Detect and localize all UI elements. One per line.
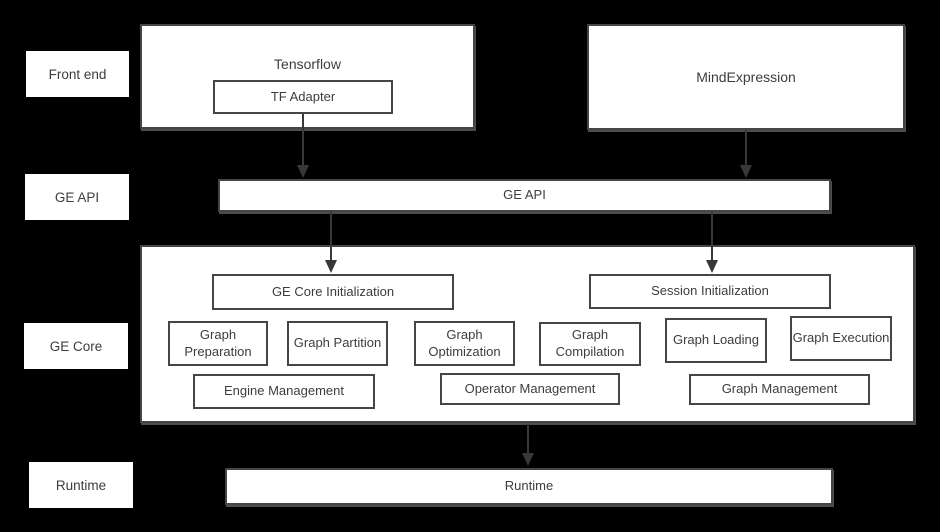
ge-core-container: GE Core Initialization Session Initializ…: [140, 245, 915, 423]
row-label-runtime: Runtime: [29, 462, 133, 508]
graph-compilation-box: Graph Compilation: [539, 322, 641, 366]
row-label-front-end: Front end: [26, 51, 129, 97]
row-label-ge-api: GE API: [25, 174, 129, 220]
arrow-ge-api-to-ge-core-initialization-icon: [325, 212, 337, 273]
arrow-tf-adapter-to-ge-api-icon: [297, 114, 309, 178]
tensorflow-title: Tensorflow: [274, 56, 341, 72]
engine-management-box: Engine Management: [193, 374, 375, 409]
session-initialization-box: Session Initialization: [589, 274, 831, 309]
ge-api-box: GE API: [218, 179, 831, 212]
tf-adapter-box: TF Adapter: [213, 80, 393, 114]
graph-preparation-box: Graph Preparation: [168, 321, 268, 366]
arrow-mindexpression-to-ge-api-icon: [740, 130, 752, 178]
runtime-box: Runtime: [225, 468, 833, 505]
arrow-ge-api-to-session-initialization-icon: [706, 212, 718, 273]
row-label-ge-core: GE Core: [24, 323, 128, 369]
arrow-ge-core-to-runtime-icon: [522, 424, 534, 466]
graph-partition-box: Graph Partition: [287, 321, 388, 366]
graph-optimization-box: Graph Optimization: [414, 321, 515, 366]
graph-execution-box: Graph Execution: [790, 316, 892, 361]
graph-management-box: Graph Management: [689, 374, 870, 405]
operator-management-box: Operator Management: [440, 373, 620, 405]
graph-loading-box: Graph Loading: [665, 318, 767, 363]
ge-core-initialization-box: GE Core Initialization: [212, 274, 454, 310]
tensorflow-box: Tensorflow TF Adapter: [140, 24, 475, 129]
mindexpression-box: MindExpression: [587, 24, 905, 130]
